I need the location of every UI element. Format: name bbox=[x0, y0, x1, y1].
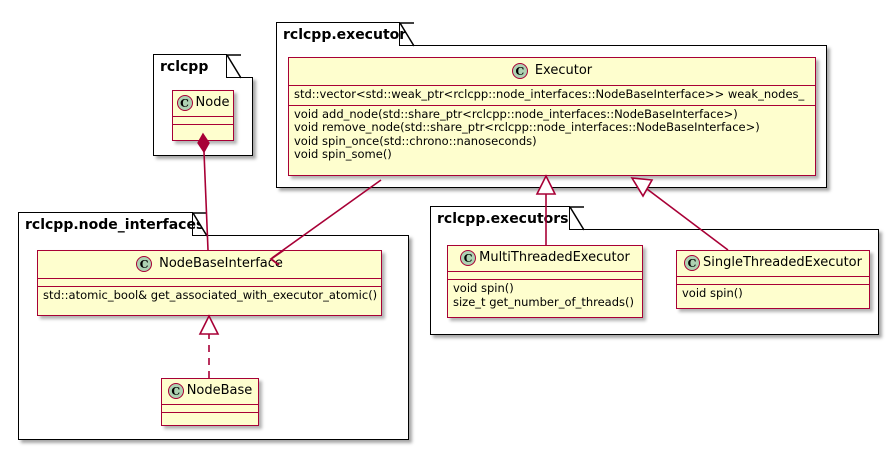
class-multi-threaded-executor-separator-1 bbox=[448, 271, 642, 272]
class-node-base-interface-attributes bbox=[38, 279, 381, 286]
package-rclcpp-executors-tab-notch bbox=[569, 206, 585, 231]
package-rclcpp-tab: rclcpp bbox=[153, 54, 227, 78]
class-executor-separator-1 bbox=[289, 85, 815, 86]
class-operation: void spin_some() bbox=[294, 147, 392, 161]
class-node-base[interactable]: C NodeBase bbox=[161, 378, 259, 426]
class-stereotype-icon: C bbox=[176, 95, 193, 111]
class-operation: void add_node(std::share_ptr<rclcpp::nod… bbox=[294, 106, 738, 121]
class-single-threaded-executor-name: SingleThreadedExecutor bbox=[703, 255, 862, 270]
class-node-base-interface-separator-1 bbox=[38, 278, 381, 279]
class-node-base-interface[interactable]: C NodeBaseInterface std::atomic_bool& ge… bbox=[37, 250, 382, 316]
class-executor-title: C Executor bbox=[289, 58, 815, 85]
class-node-base-interface-separator-2 bbox=[38, 286, 381, 287]
class-multi-threaded-executor-separator-2 bbox=[448, 279, 642, 280]
package-rclcpp-executors-tab: rclcpp.executors bbox=[430, 206, 570, 230]
package-rclcpp-tab-notch bbox=[226, 54, 242, 79]
class-executor-attributes: std::vector<std::weak_ptr<rclcpp::node_i… bbox=[289, 86, 815, 105]
class-single-threaded-executor[interactable]: C SingleThreadedExecutor void spin() bbox=[676, 250, 870, 309]
class-node-base-interface-operations: std::atomic_bool& get_associated_with_ex… bbox=[38, 287, 381, 306]
package-rclcpp-executors-label: rclcpp.executors bbox=[437, 210, 569, 227]
class-node-operations bbox=[173, 125, 233, 132]
class-multi-threaded-executor[interactable]: C MultiThreadedExecutor void spin() size… bbox=[447, 245, 643, 318]
class-single-threaded-executor-separator-1 bbox=[677, 276, 869, 277]
package-rclcpp-label: rclcpp bbox=[160, 58, 209, 75]
class-node-base-separator-2 bbox=[162, 412, 258, 413]
class-node-base-name: NodeBase bbox=[186, 383, 253, 398]
class-node-base-separator-1 bbox=[162, 404, 258, 405]
package-rclcpp-executor-tab: rclcpp.executor bbox=[276, 22, 406, 46]
package-rclcpp-node-interfaces-label: rclcpp.node_interfaces bbox=[25, 216, 205, 233]
class-stereotype-icon: C bbox=[511, 63, 528, 79]
class-node-name: Node bbox=[195, 95, 230, 110]
package-rclcpp-node-interfaces-tab: rclcpp.node_interfaces bbox=[18, 212, 204, 236]
class-node-attributes bbox=[173, 117, 233, 124]
class-single-threaded-executor-attributes bbox=[677, 277, 869, 284]
package-rclcpp-executor-label: rclcpp.executor bbox=[283, 26, 407, 43]
class-node-separator-1 bbox=[173, 116, 233, 117]
class-node[interactable]: C Node bbox=[172, 90, 234, 141]
class-single-threaded-executor-title: C SingleThreadedExecutor bbox=[677, 251, 869, 276]
class-stereotype-icon: C bbox=[167, 383, 184, 399]
class-node-title: C Node bbox=[173, 91, 233, 116]
class-node-base-title: C NodeBase bbox=[162, 379, 258, 404]
class-node-base-attributes bbox=[162, 405, 258, 412]
class-stereotype-icon: C bbox=[136, 256, 153, 272]
class-stereotype-icon: C bbox=[684, 255, 701, 271]
class-node-base-operations bbox=[162, 413, 258, 420]
class-executor-separator-2 bbox=[289, 104, 815, 106]
class-single-threaded-executor-operations: void spin() bbox=[677, 285, 869, 304]
class-executor-name: Executor bbox=[534, 63, 593, 78]
class-operation: void spin_once(std::chrono::nanoseconds) bbox=[294, 133, 537, 148]
class-single-threaded-executor-separator-2 bbox=[677, 284, 869, 285]
class-attribute: std::vector<std::weak_ptr<rclcpp::node_i… bbox=[294, 87, 805, 101]
class-stereotype-icon: C bbox=[460, 250, 477, 266]
class-operation: std::atomic_bool& get_associated_with_ex… bbox=[43, 288, 378, 302]
class-executor[interactable]: C Executor std::vector<std::weak_ptr<rcl… bbox=[288, 57, 816, 176]
class-node-base-interface-title: C NodeBaseInterface bbox=[38, 251, 381, 278]
class-multi-threaded-executor-attributes bbox=[448, 272, 642, 279]
class-node-separator-2 bbox=[173, 124, 233, 125]
class-multi-threaded-executor-title: C MultiThreadedExecutor bbox=[448, 246, 642, 271]
class-executor-operations: void add_node(std::share_ptr<rclcpp::nod… bbox=[289, 106, 815, 165]
class-operation: void spin() bbox=[682, 286, 743, 300]
class-operation: void remove_node(std::share_ptr<rclcpp::… bbox=[294, 120, 760, 134]
class-node-base-interface-name: NodeBaseInterface bbox=[159, 256, 283, 271]
class-operation: void spin() bbox=[453, 281, 514, 295]
class-multi-threaded-executor-name: MultiThreadedExecutor bbox=[479, 250, 630, 265]
class-operation: size_t get_number_of_threads() bbox=[453, 294, 634, 309]
class-multi-threaded-executor-operations: void spin() size_t get_number_of_threads… bbox=[448, 280, 642, 312]
